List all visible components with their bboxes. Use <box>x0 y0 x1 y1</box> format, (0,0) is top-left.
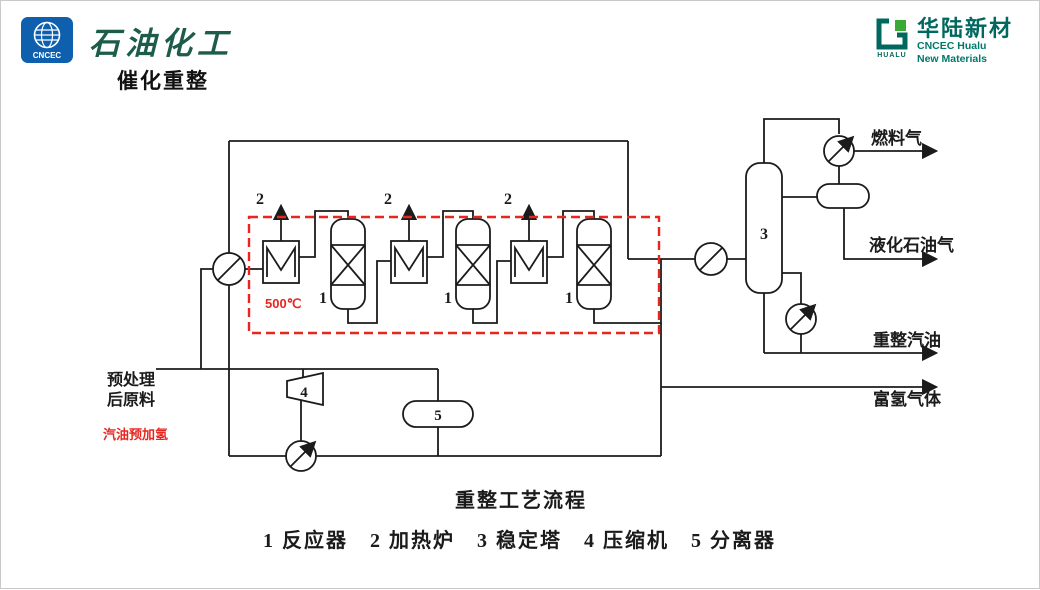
cncec-logo-text: CNCEC <box>33 51 62 60</box>
diagram-legend: 1 反应器 2 加热炉 3 稳定塔 4 压缩机 5 分离器 <box>263 528 776 552</box>
equipment-symbols <box>212 135 870 472</box>
temperature-label: 500℃ <box>265 296 301 311</box>
reactor-2-number: 1 <box>444 290 452 307</box>
effluent-cooler-icon <box>285 440 317 472</box>
furnace3-to-reactor3 <box>547 210 595 258</box>
reboiler-cooler-icon <box>785 303 817 335</box>
furnace-3-number: 2 <box>504 191 512 208</box>
brand-name-right: 华陆新材 <box>916 16 1013 41</box>
brand-name-left: 石油化工 <box>89 25 233 61</box>
brand-sub-line2: New Materials <box>916 53 988 66</box>
furnace-1-icon <box>262 240 300 284</box>
reaction-section-highlight-box <box>247 215 661 335</box>
hualu-logo-icon <box>876 18 908 50</box>
reflux-drum-icon <box>816 183 870 209</box>
compressor-number: 4 <box>300 385 308 401</box>
header-brand-right: HUALU 华陆新材 CNCEC Hualu New Materials <box>875 17 1013 66</box>
reboiler-inlet <box>782 272 802 304</box>
reformate-label: 重整汽油 <box>873 330 941 350</box>
reactor3-outlet <box>593 259 662 324</box>
page-title: 催化重整 <box>117 70 209 93</box>
diagram-labels: 2 2 2 1 1 1 3 4 5 500℃ 预处理 后原料 汽油预加氢 燃料气… <box>103 128 954 552</box>
lpg-label: 液化石油气 <box>869 235 954 255</box>
header-brand-left: CNCEC 石油化工 <box>21 17 233 63</box>
feed-riser <box>200 268 213 369</box>
separator-number: 5 <box>434 408 442 424</box>
heat-exchanger-1-icon <box>212 252 246 286</box>
diagram-caption: 重整工艺流程 <box>455 488 587 512</box>
furnace-2-icon <box>390 240 428 284</box>
feed-label-line2: 后原料 <box>107 390 155 409</box>
furnace-3-icon <box>510 240 548 284</box>
cncec-globe-icon: CNCEC <box>33 21 62 60</box>
feed-label-line1: 预处理 <box>107 370 155 389</box>
separator-icon <box>402 400 474 428</box>
compressor-icon <box>286 371 324 407</box>
stabilizer-column-icon <box>745 162 783 294</box>
reactor-1-icon <box>330 218 366 310</box>
fuel-gas-label: 燃料气 <box>871 128 922 148</box>
stabilizer-number: 3 <box>760 226 768 243</box>
cncec-logo-icon: CNCEC <box>21 17 73 63</box>
condenser-icon <box>823 135 855 167</box>
reactor-3-number: 1 <box>565 290 573 307</box>
hualu-icon-caption: HUALU <box>877 52 907 59</box>
feed-note-label: 汽油预加氢 <box>103 427 168 442</box>
reactor-3-icon <box>576 218 612 310</box>
furnace1-to-reactor1 <box>299 210 349 258</box>
furnace-1-number: 2 <box>256 191 264 208</box>
reactor-2-icon <box>455 218 491 310</box>
brand-sub-line1: CNCEC Hualu <box>916 40 987 53</box>
column-overhead-line <box>763 118 840 163</box>
lpg-line <box>843 208 939 268</box>
reactor-1-number: 1 <box>319 290 327 307</box>
furnace2-to-reactor2 <box>427 210 474 258</box>
heat-exchanger-2-icon <box>694 242 728 276</box>
pipe-lines <box>156 118 939 457</box>
furnace-2-number: 2 <box>384 191 392 208</box>
reactor1-to-furnace2 <box>347 260 391 324</box>
reactor2-to-furnace3 <box>472 260 511 324</box>
hydrogen-label: 富氢气体 <box>873 389 942 409</box>
